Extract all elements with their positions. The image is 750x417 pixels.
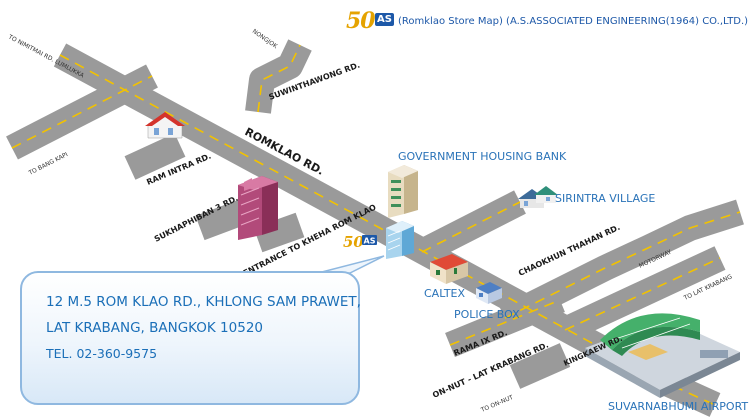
sirintra-village-label: SIRINTRA VILLAGE <box>555 192 655 205</box>
map-title: (Romklao Store Map) (A.S.ASSOCIATED ENGI… <box>398 16 749 27</box>
to-on-nut-label: TO ON-NUT <box>479 394 514 414</box>
house-icon <box>145 112 185 139</box>
company-logo-number: 50 <box>346 8 376 34</box>
svg-text:50: 50 <box>343 233 364 251</box>
road-network <box>5 38 745 417</box>
company-logo-letters: AS <box>375 13 394 26</box>
caltex-label: CALTEX <box>424 287 465 300</box>
office-tower-icon <box>238 176 278 240</box>
nongjok-label: NONGJOK <box>251 28 279 51</box>
telephone-number: TEL. 02-360-9575 <box>46 346 158 361</box>
as-store-logo-icon: 50 AS <box>343 233 377 251</box>
address-line-2: LAT KRABANG, BANGKOK 10520 <box>46 320 264 336</box>
government-housing-bank-label: GOVERNMENT HOUSING BANK <box>398 150 567 163</box>
village-houses-icon <box>518 186 558 208</box>
as-store-building-icon <box>386 221 414 259</box>
police-box-icon <box>476 282 502 304</box>
address-line-1: 12 M.5 ROM KLAO RD., KHLONG SAM PRAWET, <box>46 294 361 310</box>
to-bang-kapi-label: TO BANG KAPI <box>27 151 69 177</box>
airport-terminal-icon <box>585 313 740 398</box>
police-box-label: POLICE BOX <box>454 308 520 321</box>
government-housing-bank-building-icon <box>388 165 418 218</box>
suvarnabhumi-airport-label: SUVARNABHUMI AIRPORT <box>608 400 748 413</box>
svg-text:AS: AS <box>364 237 376 246</box>
caltex-station-icon <box>430 254 468 284</box>
address-callout: 12 M.5 ROM KLAO RD., KHLONG SAM PRAWET, … <box>20 271 361 405</box>
